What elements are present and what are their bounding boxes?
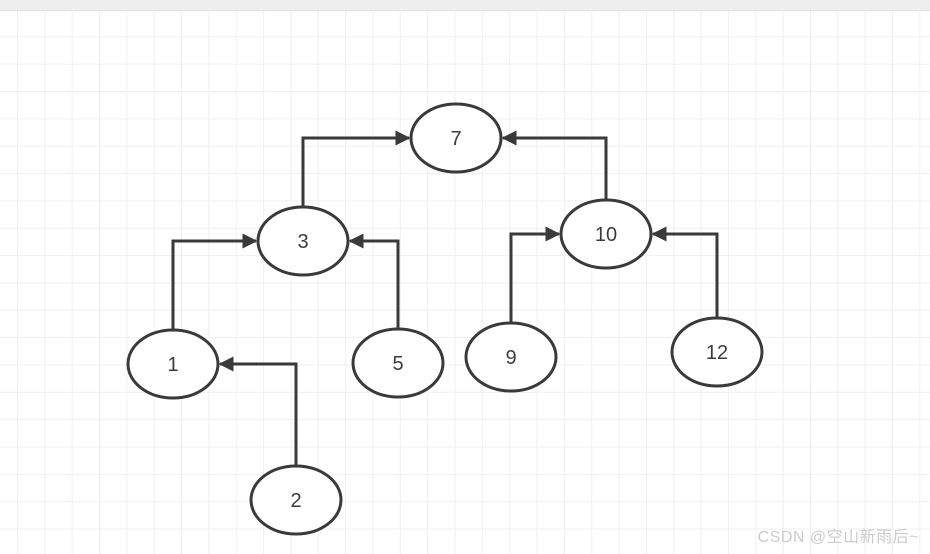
edge-5-to-3[interactable] <box>348 233 400 329</box>
csdn-watermark: CSDN @空山新雨后~ <box>757 529 919 546</box>
node-9[interactable]: 9 <box>464 321 558 393</box>
canvas-top-strip <box>0 0 930 11</box>
edge-3-to-7[interactable] <box>301 130 411 207</box>
node-12-ellipse <box>670 316 764 388</box>
node-3-ellipse <box>256 205 350 277</box>
node-12[interactable]: 12 <box>670 316 764 388</box>
node-2-ellipse <box>249 464 343 536</box>
node-1-ellipse <box>126 328 220 400</box>
node-5-ellipse <box>351 327 445 399</box>
edge-2-to-1[interactable] <box>218 356 298 466</box>
edge-12-to-10[interactable] <box>651 226 719 318</box>
node-10[interactable]: 10 <box>559 198 653 270</box>
node-9-ellipse <box>464 321 558 393</box>
node-7-ellipse <box>409 102 503 174</box>
edge-10-to-7[interactable] <box>501 130 608 200</box>
node-5[interactable]: 5 <box>351 327 445 399</box>
node-3[interactable]: 3 <box>256 205 350 277</box>
node-2[interactable]: 2 <box>249 464 343 536</box>
node-10-ellipse <box>559 198 653 270</box>
edge-9-to-10[interactable] <box>509 226 561 323</box>
node-1[interactable]: 1 <box>126 328 220 400</box>
node-7[interactable]: 7 <box>409 102 503 174</box>
edge-1-to-3[interactable] <box>171 233 258 330</box>
edges-layer <box>171 130 719 466</box>
